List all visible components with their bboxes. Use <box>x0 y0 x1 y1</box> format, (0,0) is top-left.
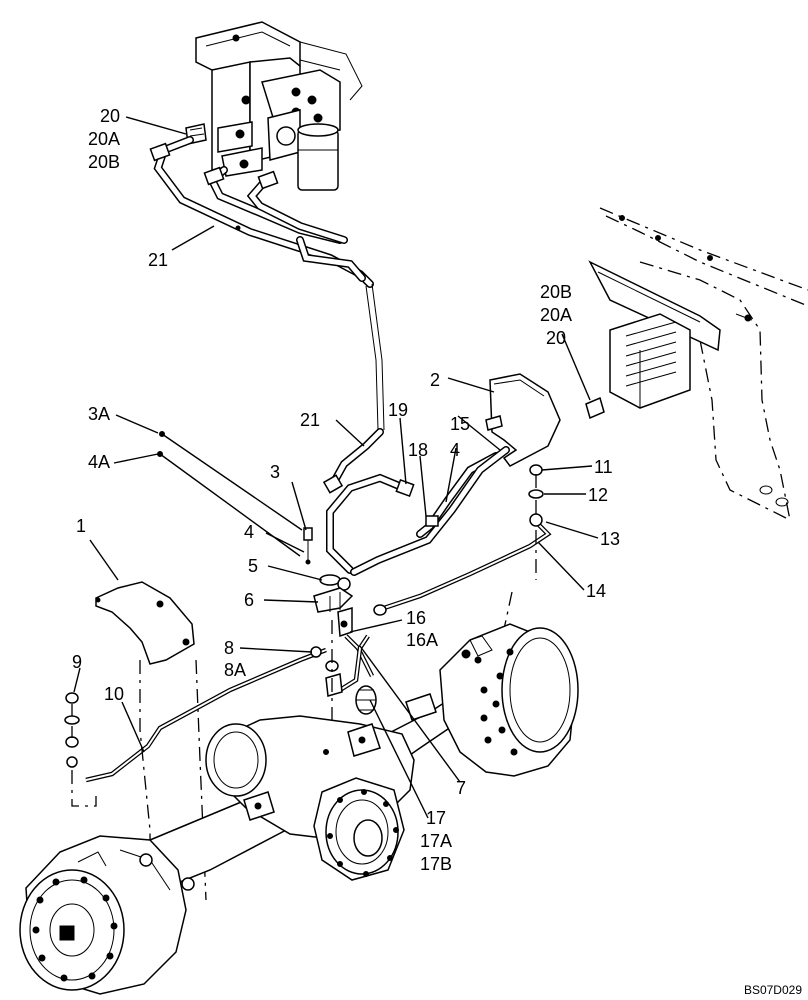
callout-11: 11 <box>594 457 613 477</box>
callout-4-left: 4 <box>244 522 254 542</box>
callout-7: 7 <box>456 778 466 798</box>
callout-10: 10 <box>104 684 124 704</box>
top-hoses <box>149 136 374 288</box>
leader-lines <box>73 116 599 819</box>
shield-2 <box>485 373 561 467</box>
callout-12: 12 <box>588 485 608 505</box>
callout-15: 15 <box>450 414 470 434</box>
axle-assembly <box>19 623 579 995</box>
drawing-code: BS07D029 <box>744 983 802 997</box>
callout-18: 18 <box>408 440 428 460</box>
callout-3a: 3A <box>88 404 110 424</box>
callout-21-mid: 21 <box>300 410 320 430</box>
callout-14: 14 <box>586 581 606 601</box>
mid-hoses <box>322 428 510 576</box>
callout-4a: 4A <box>88 452 110 472</box>
callout-5: 5 <box>248 556 258 576</box>
callout-2: 2 <box>430 370 440 390</box>
shield-1 <box>95 581 195 665</box>
callout-3: 3 <box>270 462 280 482</box>
callout-9: 9 <box>72 652 82 672</box>
top-valve-assembly <box>185 21 363 191</box>
tube-7 <box>325 634 375 697</box>
supply-line <box>365 283 385 431</box>
callout-13: 13 <box>600 529 620 549</box>
cooler-assembly <box>585 207 808 521</box>
callout-4-right: 4 <box>450 440 460 460</box>
callout-1: 1 <box>76 516 86 536</box>
callout-21-top: 21 <box>148 250 168 270</box>
center-fittings <box>157 431 354 638</box>
tube-10 <box>64 646 327 807</box>
tube-14 <box>373 464 552 616</box>
callout-6: 6 <box>244 590 254 610</box>
callout-19: 19 <box>388 400 408 420</box>
